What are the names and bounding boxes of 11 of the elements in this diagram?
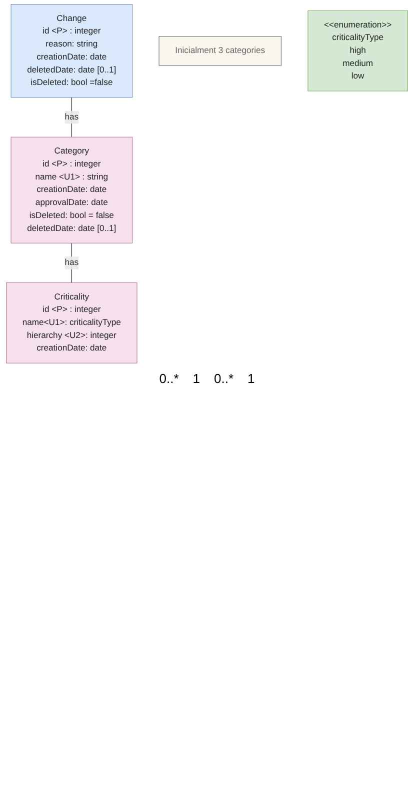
node-box: Change id <P> : integer reason: string creationDate: date deletedDate: date [0..1] isDeleted: bool =false [10, 4, 133, 98]
edge-label: has [64, 112, 79, 122]
edge-label: has [64, 258, 79, 268]
multiplicity-label: 1 [248, 371, 255, 386]
multiplicity-label: 0..* [214, 371, 234, 386]
multiplicity-label: 1 [192, 371, 200, 386]
node-box: <<enumeration>> criticalityType high medium low [308, 10, 408, 92]
node-box: Criticality id <P> : integer name<U1>: criticalityType hierarchy <U2>: integer creationDate: date [6, 282, 138, 364]
multiplicity-label: 0..* [159, 371, 179, 386]
node-box: Inicialment 3 categories [158, 36, 282, 66]
node-box: Category id <P> : integer name <U1> : string creationDate: date approvalDate: date isDeleted: bool = false deletedDate: date [0..1] [10, 136, 133, 244]
